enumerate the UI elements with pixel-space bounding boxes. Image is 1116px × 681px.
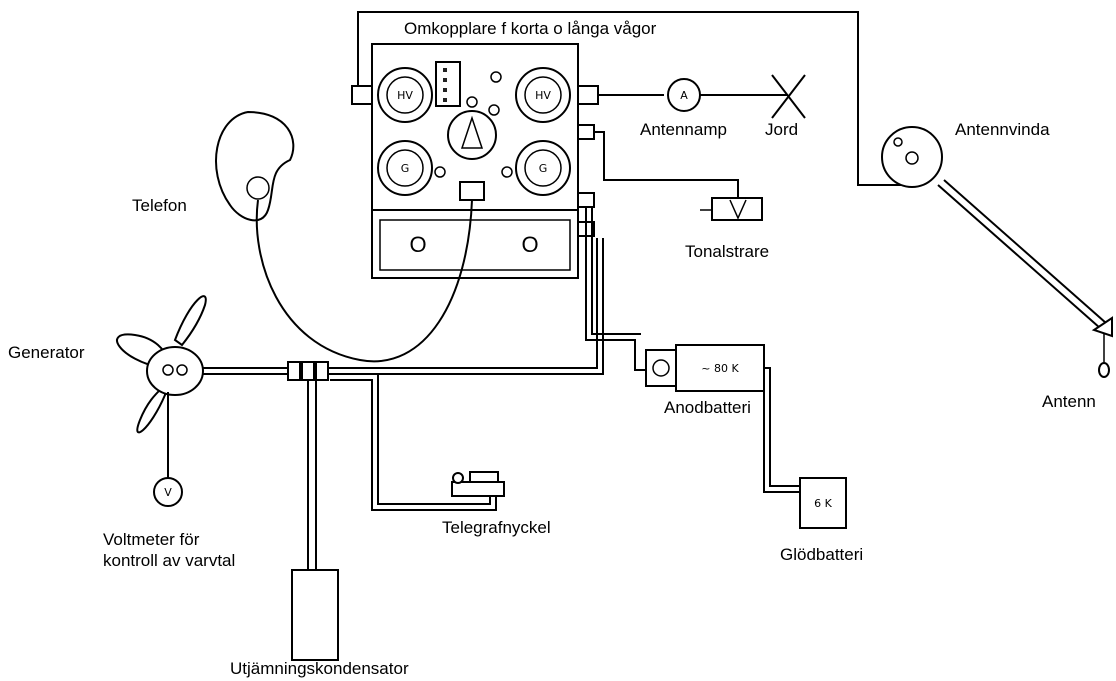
svg-text:A: A xyxy=(680,89,688,102)
antenna-winder xyxy=(881,126,943,188)
buzzer xyxy=(700,197,763,221)
antenna-rod-a xyxy=(937,184,1101,329)
headphone xyxy=(215,110,295,222)
small-terminal xyxy=(488,104,500,116)
radio-lower-panel xyxy=(371,209,579,279)
label-voltmeter-line1: Voltmeter för xyxy=(103,530,200,549)
anode-feed-wire xyxy=(585,207,650,371)
coil-top-left: HV xyxy=(377,67,433,123)
svg-text:6 K: 6 K xyxy=(814,497,832,510)
knob-left: O xyxy=(409,232,426,257)
antenna-weight xyxy=(1098,362,1110,378)
terminal-right-mid xyxy=(577,124,595,140)
svg-text:G: G xyxy=(539,162,548,175)
label-tonalstrare: Tonalstrare xyxy=(685,242,769,261)
svg-text:~ 80 K: ~ 80 K xyxy=(701,362,739,375)
anode-battery: ~ 80 K xyxy=(645,344,765,392)
generator-cable-outer xyxy=(200,238,598,369)
coil-bottom-right: G xyxy=(515,140,571,196)
terminal-right-low xyxy=(577,192,595,208)
label-glodbatteri: Glödbatteri xyxy=(780,545,863,564)
coil-bottom-left: G xyxy=(377,140,433,196)
small-terminal xyxy=(501,166,513,178)
antenna-bell xyxy=(1091,316,1113,338)
wire-to-buzzer xyxy=(594,131,739,200)
terminal-left xyxy=(351,85,373,105)
label-antenn: Antenn xyxy=(1042,392,1096,411)
label-voltmeter-line2: kontroll av varvtal xyxy=(103,551,235,570)
voltmeter: V xyxy=(153,477,183,507)
cable-couplers xyxy=(287,361,329,381)
coil-top-right: HV xyxy=(515,67,571,123)
smoothing-capacitor xyxy=(291,569,339,661)
radio-set: HV HV G G xyxy=(351,43,599,279)
antenna-ammeter: A xyxy=(667,78,701,112)
radio-lower-inner xyxy=(379,219,571,271)
small-terminal xyxy=(434,166,446,178)
telegraph-key xyxy=(451,471,505,497)
label-telegrafnyckel: Telegrafnyckel xyxy=(442,518,551,537)
filament-battery: 6 K xyxy=(799,477,847,529)
svg-text:HV: HV xyxy=(535,89,551,102)
phone-jack xyxy=(459,181,485,201)
key-wire-b xyxy=(330,379,497,511)
small-terminal xyxy=(466,96,478,108)
anode-feed-wire-2 xyxy=(591,207,641,335)
svg-text:V: V xyxy=(164,486,172,499)
center-valve xyxy=(447,110,497,160)
terminal-right-top xyxy=(577,85,599,105)
label-anodbatteri: Anodbatteri xyxy=(664,398,751,417)
small-terminal xyxy=(490,71,502,83)
label-utjamning: Utjämningskondensator xyxy=(230,659,409,678)
svg-text:HV: HV xyxy=(397,89,413,102)
battery-link-wire-b xyxy=(763,376,800,493)
label-generator: Generator xyxy=(8,343,85,362)
label-telefon: Telefon xyxy=(132,196,187,215)
generator xyxy=(116,295,207,434)
knob-right: O xyxy=(521,232,538,257)
label-antennamp: Antennamp xyxy=(640,120,727,139)
antenna-rod-b xyxy=(943,179,1107,324)
earth-symbol xyxy=(771,74,806,119)
wave-switch xyxy=(435,61,461,107)
antenna-lead-wire xyxy=(357,11,912,186)
label-omkopplare: Omkopplare f korta o långa vågor xyxy=(404,19,657,38)
label-jord: Jord xyxy=(765,120,798,139)
label-antennvinda: Antennvinda xyxy=(955,120,1050,139)
key-wire-a xyxy=(330,373,491,505)
headphone-cord xyxy=(255,199,473,363)
svg-text:G: G xyxy=(401,162,410,175)
battery-link-wire-a xyxy=(764,367,800,487)
